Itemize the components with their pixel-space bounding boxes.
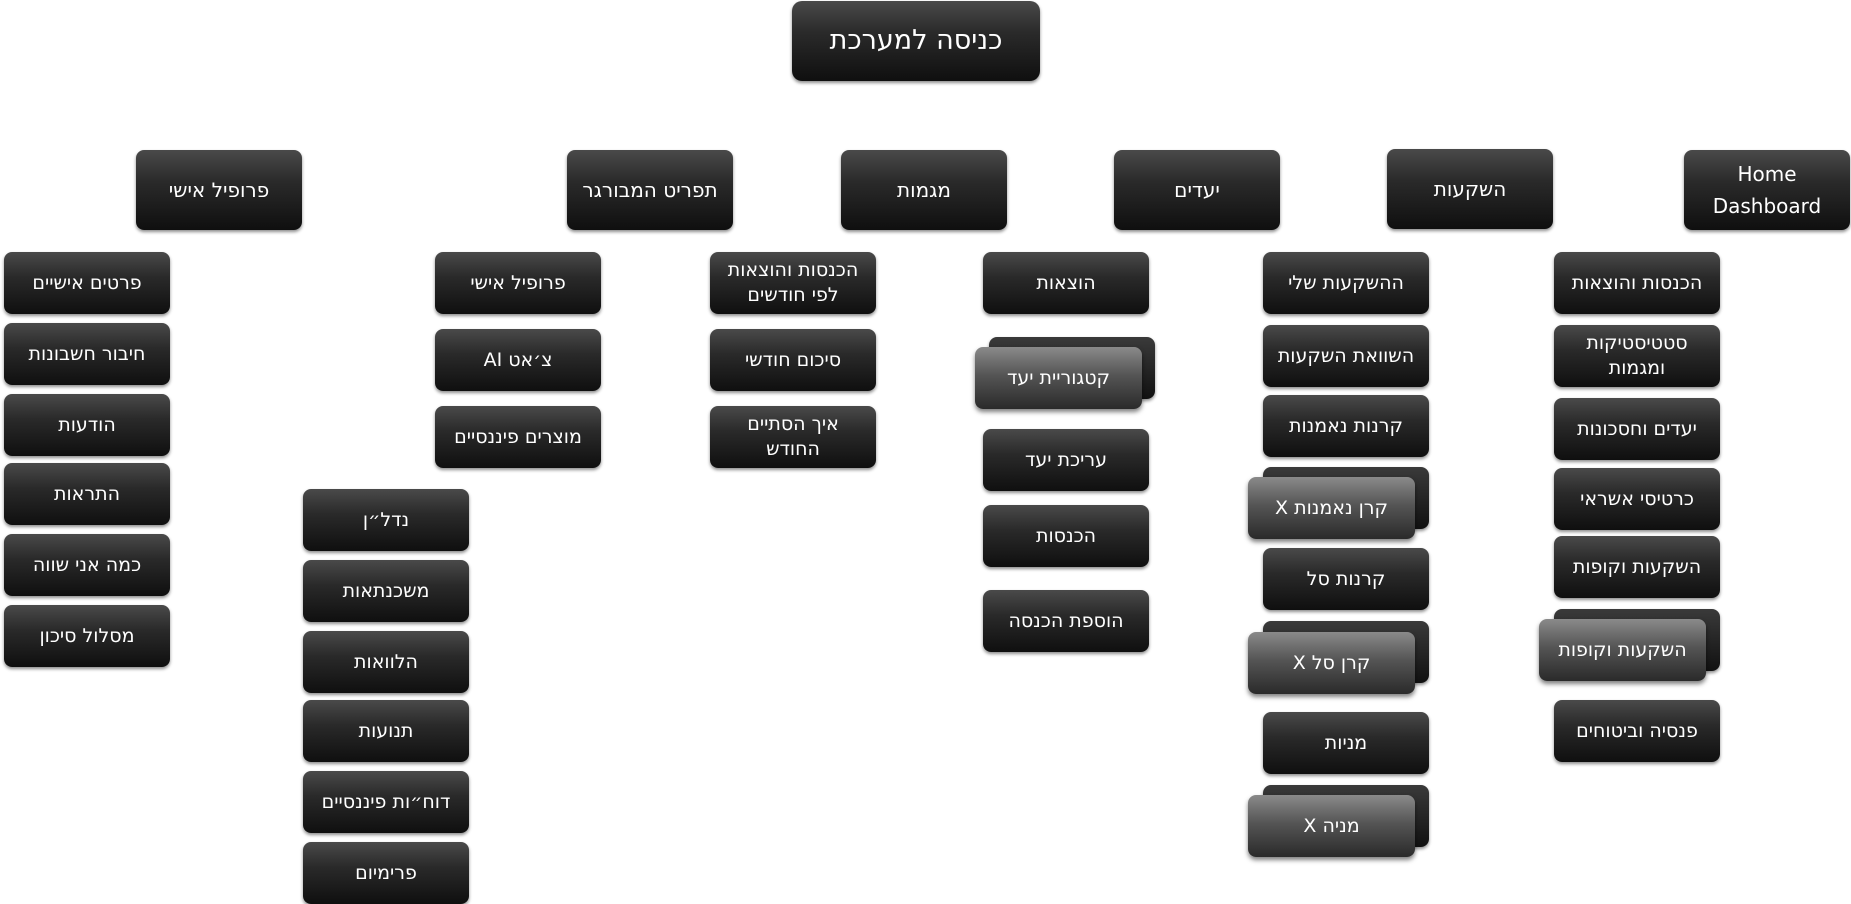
goals-item-expenses[interactable]: הוצאות [983, 252, 1149, 314]
trends-item-monthly-income-expenses[interactable]: הכנסות והוצאות לפי חודשים [710, 252, 876, 314]
goals-item-income[interactable]: הכנסות [983, 505, 1149, 567]
top-node-goals[interactable]: יעדים [1114, 150, 1280, 230]
investments-item-stocks[interactable]: מניות [1263, 712, 1429, 774]
financial-products-item-financial-reports[interactable]: דוח״ות פיננסיים [303, 771, 469, 833]
top-node-personal-profile[interactable]: פרופיל אישי [136, 150, 302, 230]
hamburger-item-personal-profile[interactable]: פרופיל אישי [435, 252, 601, 314]
trends-item-month-ending[interactable]: איך הסתיים החודש [710, 406, 876, 468]
financial-products-item-mortgages[interactable]: משכנתאות [303, 560, 469, 622]
profile-item-alerts[interactable]: התראות [4, 463, 170, 525]
investments-item-mutual-funds[interactable]: קרנות נאמנות [1263, 395, 1429, 457]
profile-item-risk-track[interactable]: מסלול סיכון [4, 605, 170, 667]
home-title-line1: Home [1737, 162, 1797, 186]
trends-item-monthly-summary[interactable]: סיכום חודשי [710, 329, 876, 391]
financial-products-item-transactions[interactable]: תנועות [303, 700, 469, 762]
home-item-goals-savings[interactable]: יעדים וחסכונות [1554, 398, 1720, 460]
top-node-home-dashboard[interactable]: Home Dashboard [1684, 150, 1850, 230]
top-node-hamburger-menu[interactable]: תפריט המבורגר [567, 150, 733, 230]
goals-item-goal-category[interactable]: קטגוריית יעד [975, 347, 1142, 409]
investments-item-etfs[interactable]: קרנות סל [1263, 548, 1429, 610]
home-item-income-expenses[interactable]: הכנסות והוצאות [1554, 252, 1720, 314]
profile-item-messages[interactable]: הודעות [4, 394, 170, 456]
home-item-credit-cards[interactable]: כרטיסי אשראי [1554, 468, 1720, 530]
home-title-line2: Dashboard [1712, 194, 1822, 218]
top-node-trends[interactable]: מגמות [841, 150, 1007, 230]
home-item-pension-insurance[interactable]: פנסיה וביטוחים [1554, 700, 1720, 762]
profile-item-personal-details[interactable]: פרטים אישיים [4, 252, 170, 314]
goals-item-add-income[interactable]: הוספת הכנסה [983, 590, 1149, 652]
financial-products-item-loans[interactable]: הלוואות [303, 631, 469, 693]
financial-products-item-premium[interactable]: פרימיום [303, 842, 469, 904]
root-node-system-login[interactable]: כניסה למערכת [792, 1, 1040, 81]
investments-item-stock-x[interactable]: מניה X [1248, 795, 1415, 857]
investments-item-my-investments[interactable]: ההשקעות שלי [1263, 252, 1429, 314]
home-item-investments-funds-stacked[interactable]: השקעות וקופות [1539, 619, 1706, 681]
hamburger-item-ai-chat[interactable]: צ׳אט AI [435, 329, 601, 391]
investments-item-compare-investments[interactable]: השוואת השקעות [1263, 325, 1429, 387]
investments-item-etf-x[interactable]: קרן סל X [1248, 632, 1415, 694]
hamburger-item-financial-products[interactable]: מוצרים פיננסיים [435, 406, 601, 468]
financial-products-item-real-estate[interactable]: נדל״ן [303, 489, 469, 551]
top-node-investments[interactable]: השקעות [1387, 149, 1553, 229]
goals-item-edit-goal[interactable]: עריכת יעד [983, 429, 1149, 491]
investments-item-mutual-fund-x[interactable]: קרן נאמנות X [1248, 477, 1415, 539]
profile-item-connect-accounts[interactable]: חיבור חשבונות [4, 323, 170, 385]
home-item-investments-funds[interactable]: השקעות וקופות [1554, 536, 1720, 598]
home-item-statistics-trends[interactable]: סטטיסטיקות ומגמות [1554, 325, 1720, 387]
profile-item-net-worth[interactable]: כמה אני שווה [4, 534, 170, 596]
